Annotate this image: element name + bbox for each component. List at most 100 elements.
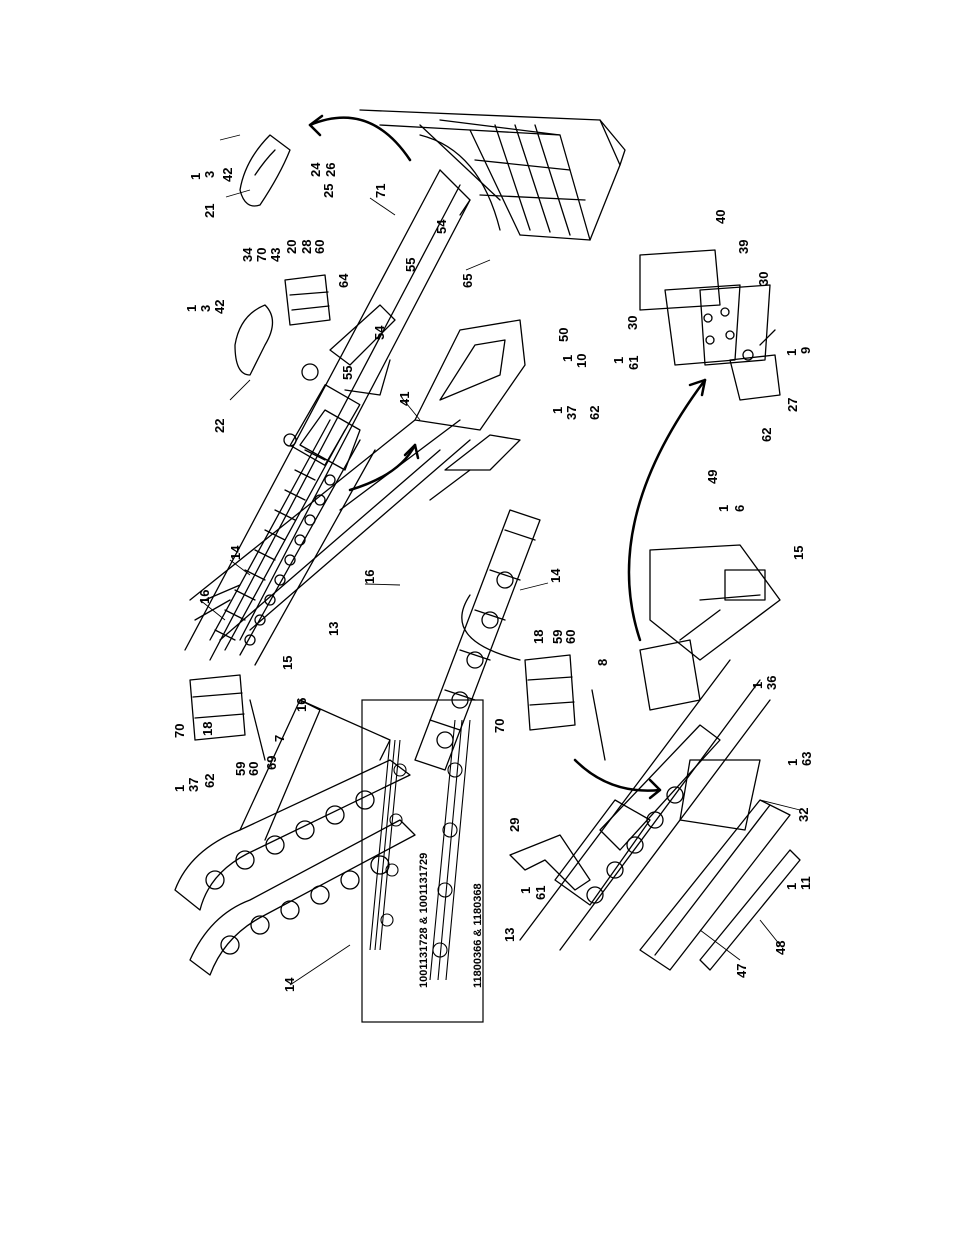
callout-36: 36 bbox=[764, 676, 779, 690]
callout-24: 24 bbox=[308, 162, 323, 177]
callout-1-h: 1 bbox=[172, 785, 187, 792]
inset-label-a: 1001131728 & 1001131729 bbox=[418, 853, 430, 988]
leader-lines bbox=[199, 134, 801, 986]
callout-1-f: 1 bbox=[784, 349, 799, 356]
callout-40: 40 bbox=[713, 210, 728, 224]
upper-boom bbox=[184, 169, 471, 661]
callout-70-lower: 70 bbox=[492, 719, 507, 733]
callout-55-lower: 55 bbox=[340, 366, 355, 380]
callout-1-d: 1 bbox=[550, 407, 565, 414]
callout-37: 37 bbox=[564, 406, 579, 420]
callout-54-lower: 54 bbox=[372, 325, 387, 340]
callout-22: 22 bbox=[212, 419, 227, 433]
callout-48: 48 bbox=[773, 941, 788, 955]
callout-16-left: 16 bbox=[294, 698, 309, 712]
callout-62-b: 62 bbox=[759, 428, 774, 442]
callout-16-mid: 16 bbox=[362, 570, 377, 584]
callout-1-j: 1 bbox=[785, 759, 800, 766]
cable-chain-upper bbox=[209, 419, 376, 666]
callout-18-left: 18 bbox=[200, 722, 215, 736]
callout-1-g: 1 bbox=[716, 505, 731, 512]
guard-22 bbox=[234, 304, 274, 376]
callout-27: 27 bbox=[785, 398, 800, 412]
platform-cage bbox=[359, 109, 626, 241]
inset-box: 1001131728 & 1001131729 11800366 & 11803… bbox=[361, 699, 484, 1023]
callout-7: 7 bbox=[272, 735, 287, 742]
callout-25: 25 bbox=[321, 184, 336, 198]
callout-9: 9 bbox=[798, 347, 813, 354]
callout-43: 43 bbox=[268, 248, 283, 262]
callout-61-b: 61 bbox=[533, 886, 548, 900]
callout-16-upper: 16 bbox=[197, 590, 212, 604]
arrow-right-mid bbox=[627, 378, 707, 642]
callout-60-left: 60 bbox=[246, 762, 261, 776]
callout-49: 49 bbox=[705, 470, 720, 484]
callout-34: 34 bbox=[240, 247, 255, 262]
callout-18-lower: 18 bbox=[531, 630, 546, 644]
callout-13-lower: 13 bbox=[502, 928, 517, 942]
chain-assembly-left bbox=[174, 699, 416, 976]
callout-37-b: 37 bbox=[186, 778, 201, 792]
callout-42-b: 42 bbox=[212, 300, 227, 314]
callout-71: 71 bbox=[373, 184, 388, 198]
callout-59-left: 59 bbox=[233, 762, 248, 776]
callouts: 1 3 42 21 24 26 25 71 40 39 30 30 34 70 … bbox=[172, 162, 814, 992]
callout-50: 50 bbox=[556, 328, 571, 342]
callout-14-upper: 14 bbox=[228, 545, 243, 560]
arrow-upper-right bbox=[308, 116, 412, 162]
callout-47: 47 bbox=[734, 964, 749, 978]
pad-block-20 bbox=[284, 274, 331, 326]
arrow-lower bbox=[573, 758, 662, 792]
callout-32: 32 bbox=[796, 808, 811, 822]
callout-70: 70 bbox=[254, 248, 269, 262]
callout-30-left: 30 bbox=[625, 316, 640, 330]
pad-block-18-upper bbox=[189, 674, 266, 761]
callout-3-b: 3 bbox=[198, 305, 213, 312]
callout-10: 10 bbox=[574, 354, 589, 368]
callout-42: 42 bbox=[220, 168, 235, 182]
callout-20: 20 bbox=[284, 240, 299, 254]
callout-8: 8 bbox=[595, 659, 610, 666]
plates-47-48 bbox=[639, 759, 801, 971]
callout-1-l: 1 bbox=[784, 883, 799, 890]
callout-1-k: 1 bbox=[518, 887, 533, 894]
callout-65: 65 bbox=[460, 274, 475, 288]
callout-59-lower: 59 bbox=[550, 630, 565, 644]
callout-14-lower: 14 bbox=[282, 977, 297, 992]
pad-block-18-lower bbox=[524, 654, 606, 761]
callout-60: 60 bbox=[312, 240, 327, 254]
callout-1: 1 bbox=[188, 173, 203, 180]
callout-30-right: 30 bbox=[756, 272, 771, 286]
line-art bbox=[174, 109, 801, 976]
callout-62-c: 62 bbox=[202, 774, 217, 788]
callout-60-lower: 60 bbox=[563, 630, 578, 644]
callout-1-c: 1 bbox=[560, 355, 575, 362]
callout-14-mid: 14 bbox=[548, 568, 563, 583]
callout-1-b: 1 bbox=[184, 305, 199, 312]
bracket-29 bbox=[509, 834, 591, 891]
callout-3: 3 bbox=[202, 171, 217, 178]
callout-70-left: 70 bbox=[172, 724, 187, 738]
callout-39: 39 bbox=[736, 240, 751, 254]
callout-1-e: 1 bbox=[611, 357, 626, 364]
callout-15-right: 15 bbox=[791, 546, 806, 560]
callout-15-left: 15 bbox=[280, 656, 295, 670]
callout-63: 63 bbox=[799, 752, 814, 766]
callout-1-i: 1 bbox=[750, 682, 765, 689]
callout-26: 26 bbox=[323, 163, 338, 177]
callout-29: 29 bbox=[507, 818, 522, 832]
inset-label-b: 11800366 & 1180368 bbox=[472, 883, 484, 988]
guard-21 bbox=[239, 134, 291, 207]
callout-41: 41 bbox=[397, 392, 412, 406]
callout-69: 69 bbox=[264, 756, 279, 770]
callout-11: 11 bbox=[798, 876, 813, 890]
callout-21: 21 bbox=[202, 204, 217, 218]
callout-64: 64 bbox=[336, 273, 351, 288]
callout-13-upper: 13 bbox=[326, 622, 341, 636]
callout-54-upper: 54 bbox=[434, 219, 449, 234]
callout-6: 6 bbox=[732, 505, 747, 512]
callout-28: 28 bbox=[299, 240, 314, 254]
callout-62: 62 bbox=[587, 406, 602, 420]
